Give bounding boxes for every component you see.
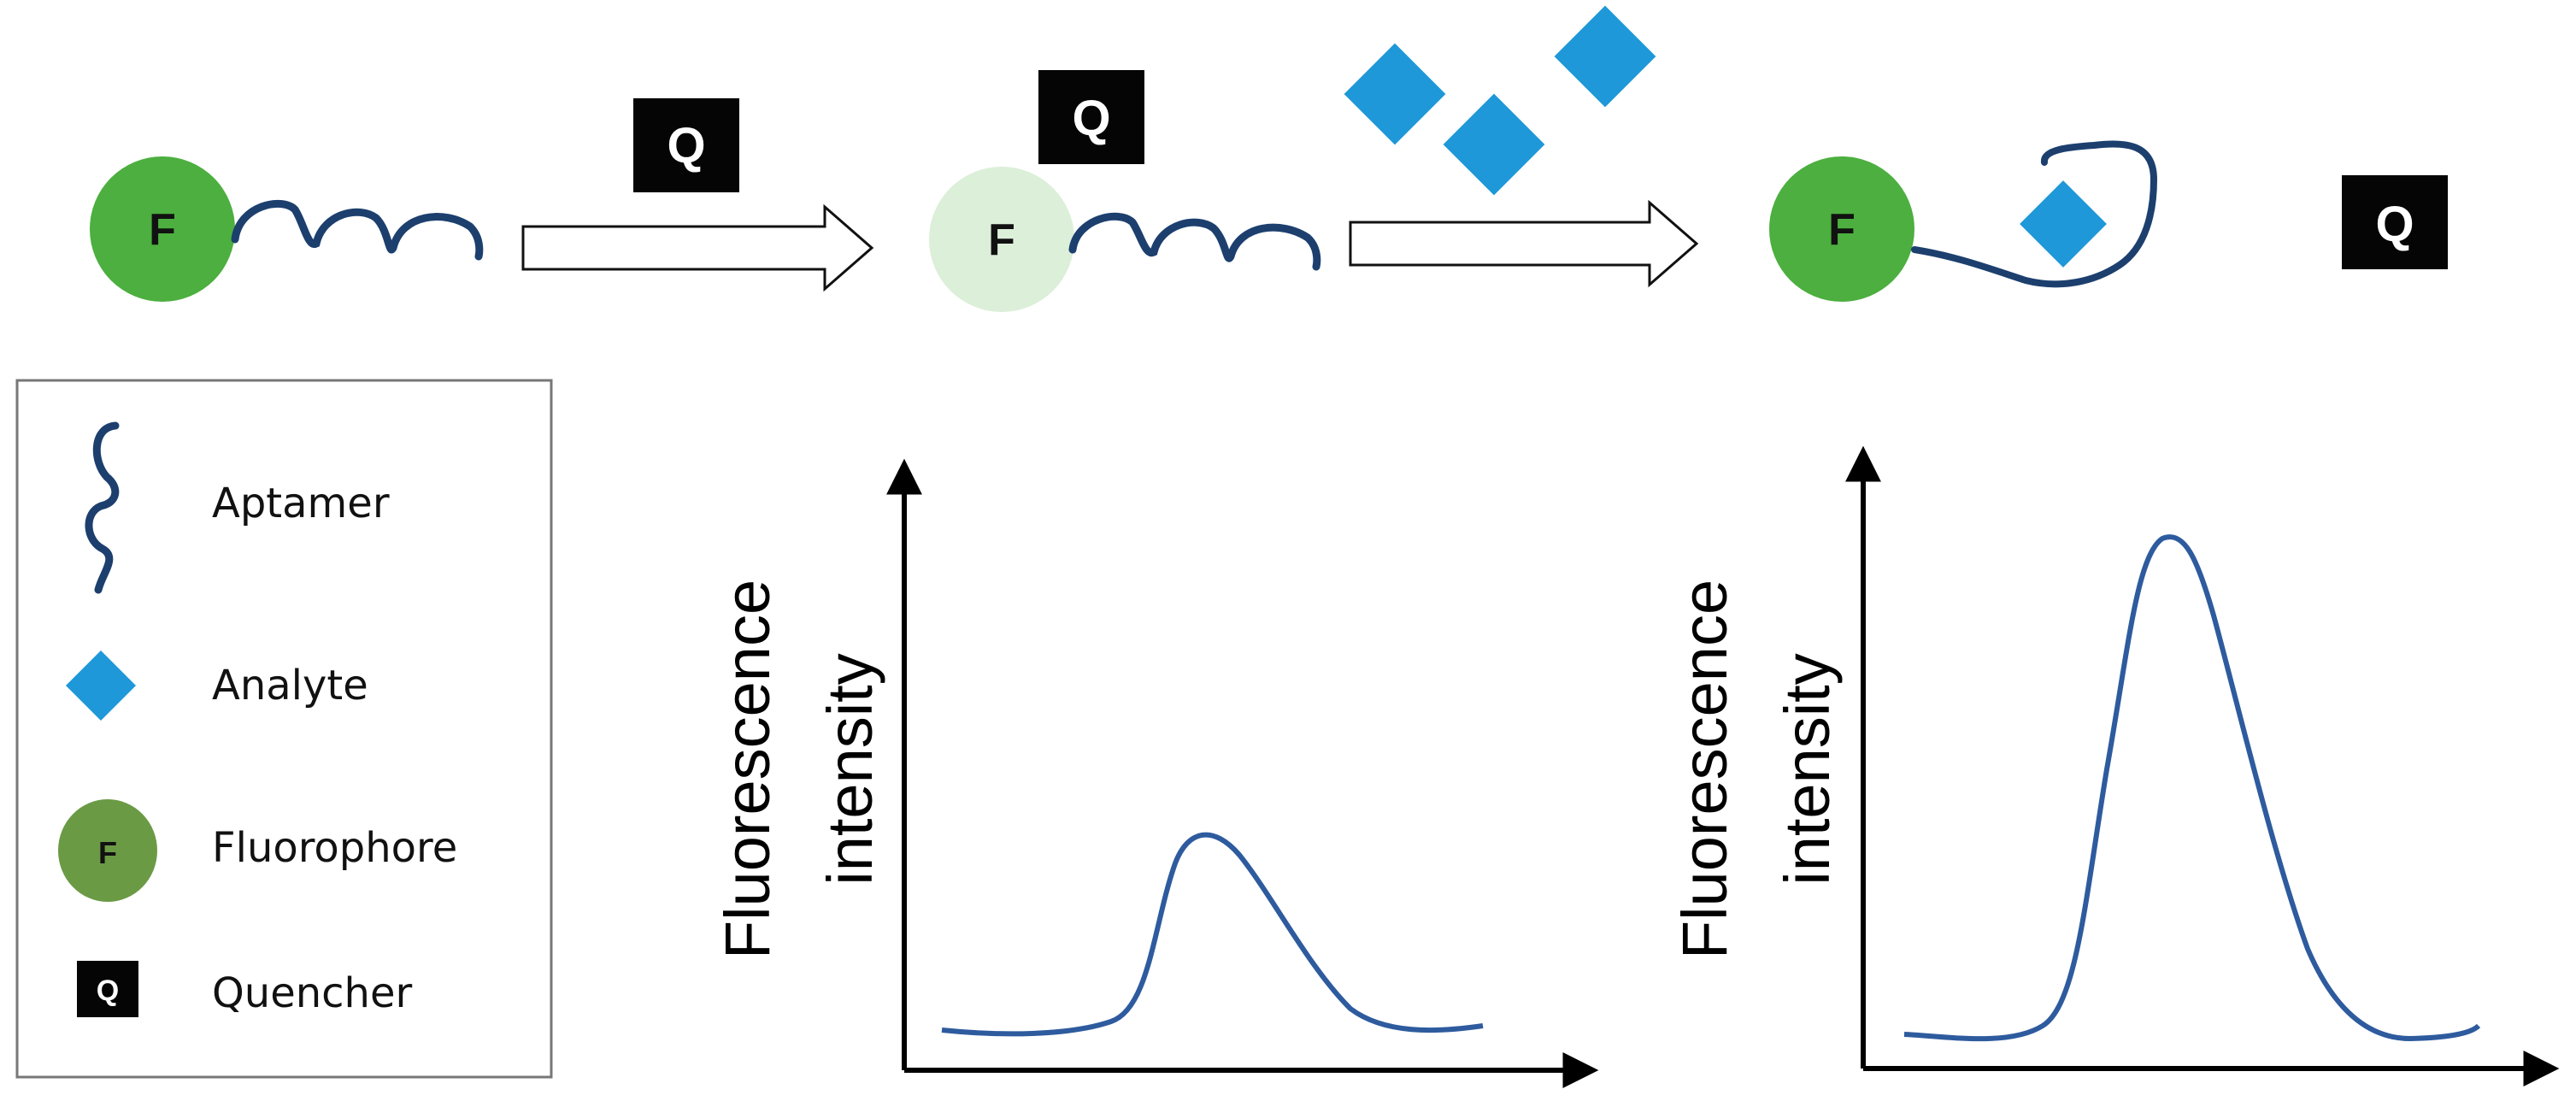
- graph-recovered: Fluorescence intensity: [1669, 445, 2560, 1086]
- fluorophore-label: F: [988, 215, 1015, 265]
- quencher-square-icon: [2342, 175, 2448, 269]
- y-axis-label-line2: intensity: [1772, 653, 1843, 885]
- process-arrow-2: [1349, 199, 1699, 288]
- quencher-label: Q: [1072, 91, 1110, 146]
- fluorescence-curve-low: [941, 832, 1484, 1037]
- fluorophore-circle-icon: [1769, 156, 1914, 302]
- aptamer-icon: [85, 421, 120, 594]
- quencher-square-icon: [633, 98, 739, 192]
- quencher-square-icon: [1038, 70, 1144, 164]
- legend-label-quencher: Quencher: [212, 969, 413, 1017]
- legend-label-fluorophore: Fluorophore: [212, 824, 457, 872]
- stage-2-quenched-complex: F Q: [929, 70, 1321, 312]
- legend: Aptamer Analyte F Fluorophore Q Quencher: [15, 379, 553, 1079]
- fluorophore-circle-icon: [58, 799, 157, 902]
- graph-quenched: Fluorescence intensity: [712, 458, 1599, 1088]
- stage-3-bound-complex: F Q: [1769, 140, 2448, 302]
- process-arrow-1: [521, 203, 874, 292]
- y-axis-label-line1: Fluorescence: [1669, 580, 1740, 959]
- analyte-diamond-icon: [1554, 5, 1656, 108]
- analyte-diamond-icon: [1344, 43, 1446, 145]
- fluorophore-circle-icon: [90, 156, 235, 302]
- fluorophore-label: F: [98, 835, 117, 870]
- quenched-fluorophore-circle-icon: [929, 167, 1074, 312]
- quencher-label: Q: [667, 118, 705, 174]
- y-axis-label-line2: intensity: [815, 653, 885, 885]
- analyte-diamond-icon: [2020, 180, 2107, 268]
- fluorophore-label: F: [149, 205, 176, 255]
- stage-1-free-probe: F: [90, 156, 484, 302]
- quencher-label: Q: [97, 974, 119, 1007]
- aptamer-strand-icon: [1068, 212, 1321, 271]
- aptamer-strand-icon: [231, 199, 484, 261]
- analyte-group: [1344, 5, 1656, 196]
- aptamer-folded-strand-icon: [1911, 140, 2158, 288]
- fluorescence-curve-high: [1903, 534, 2481, 1042]
- fluorophore-label: F: [1828, 205, 1856, 255]
- legend-label-analyte: Analyte: [212, 662, 368, 709]
- legend-label-aptamer: Aptamer: [212, 480, 390, 527]
- quencher-label: Q: [2375, 197, 2414, 252]
- analyte-diamond-icon: [1443, 93, 1545, 196]
- y-axis-label-line1: Fluorescence: [712, 580, 783, 959]
- quencher-square-icon: [77, 961, 138, 1017]
